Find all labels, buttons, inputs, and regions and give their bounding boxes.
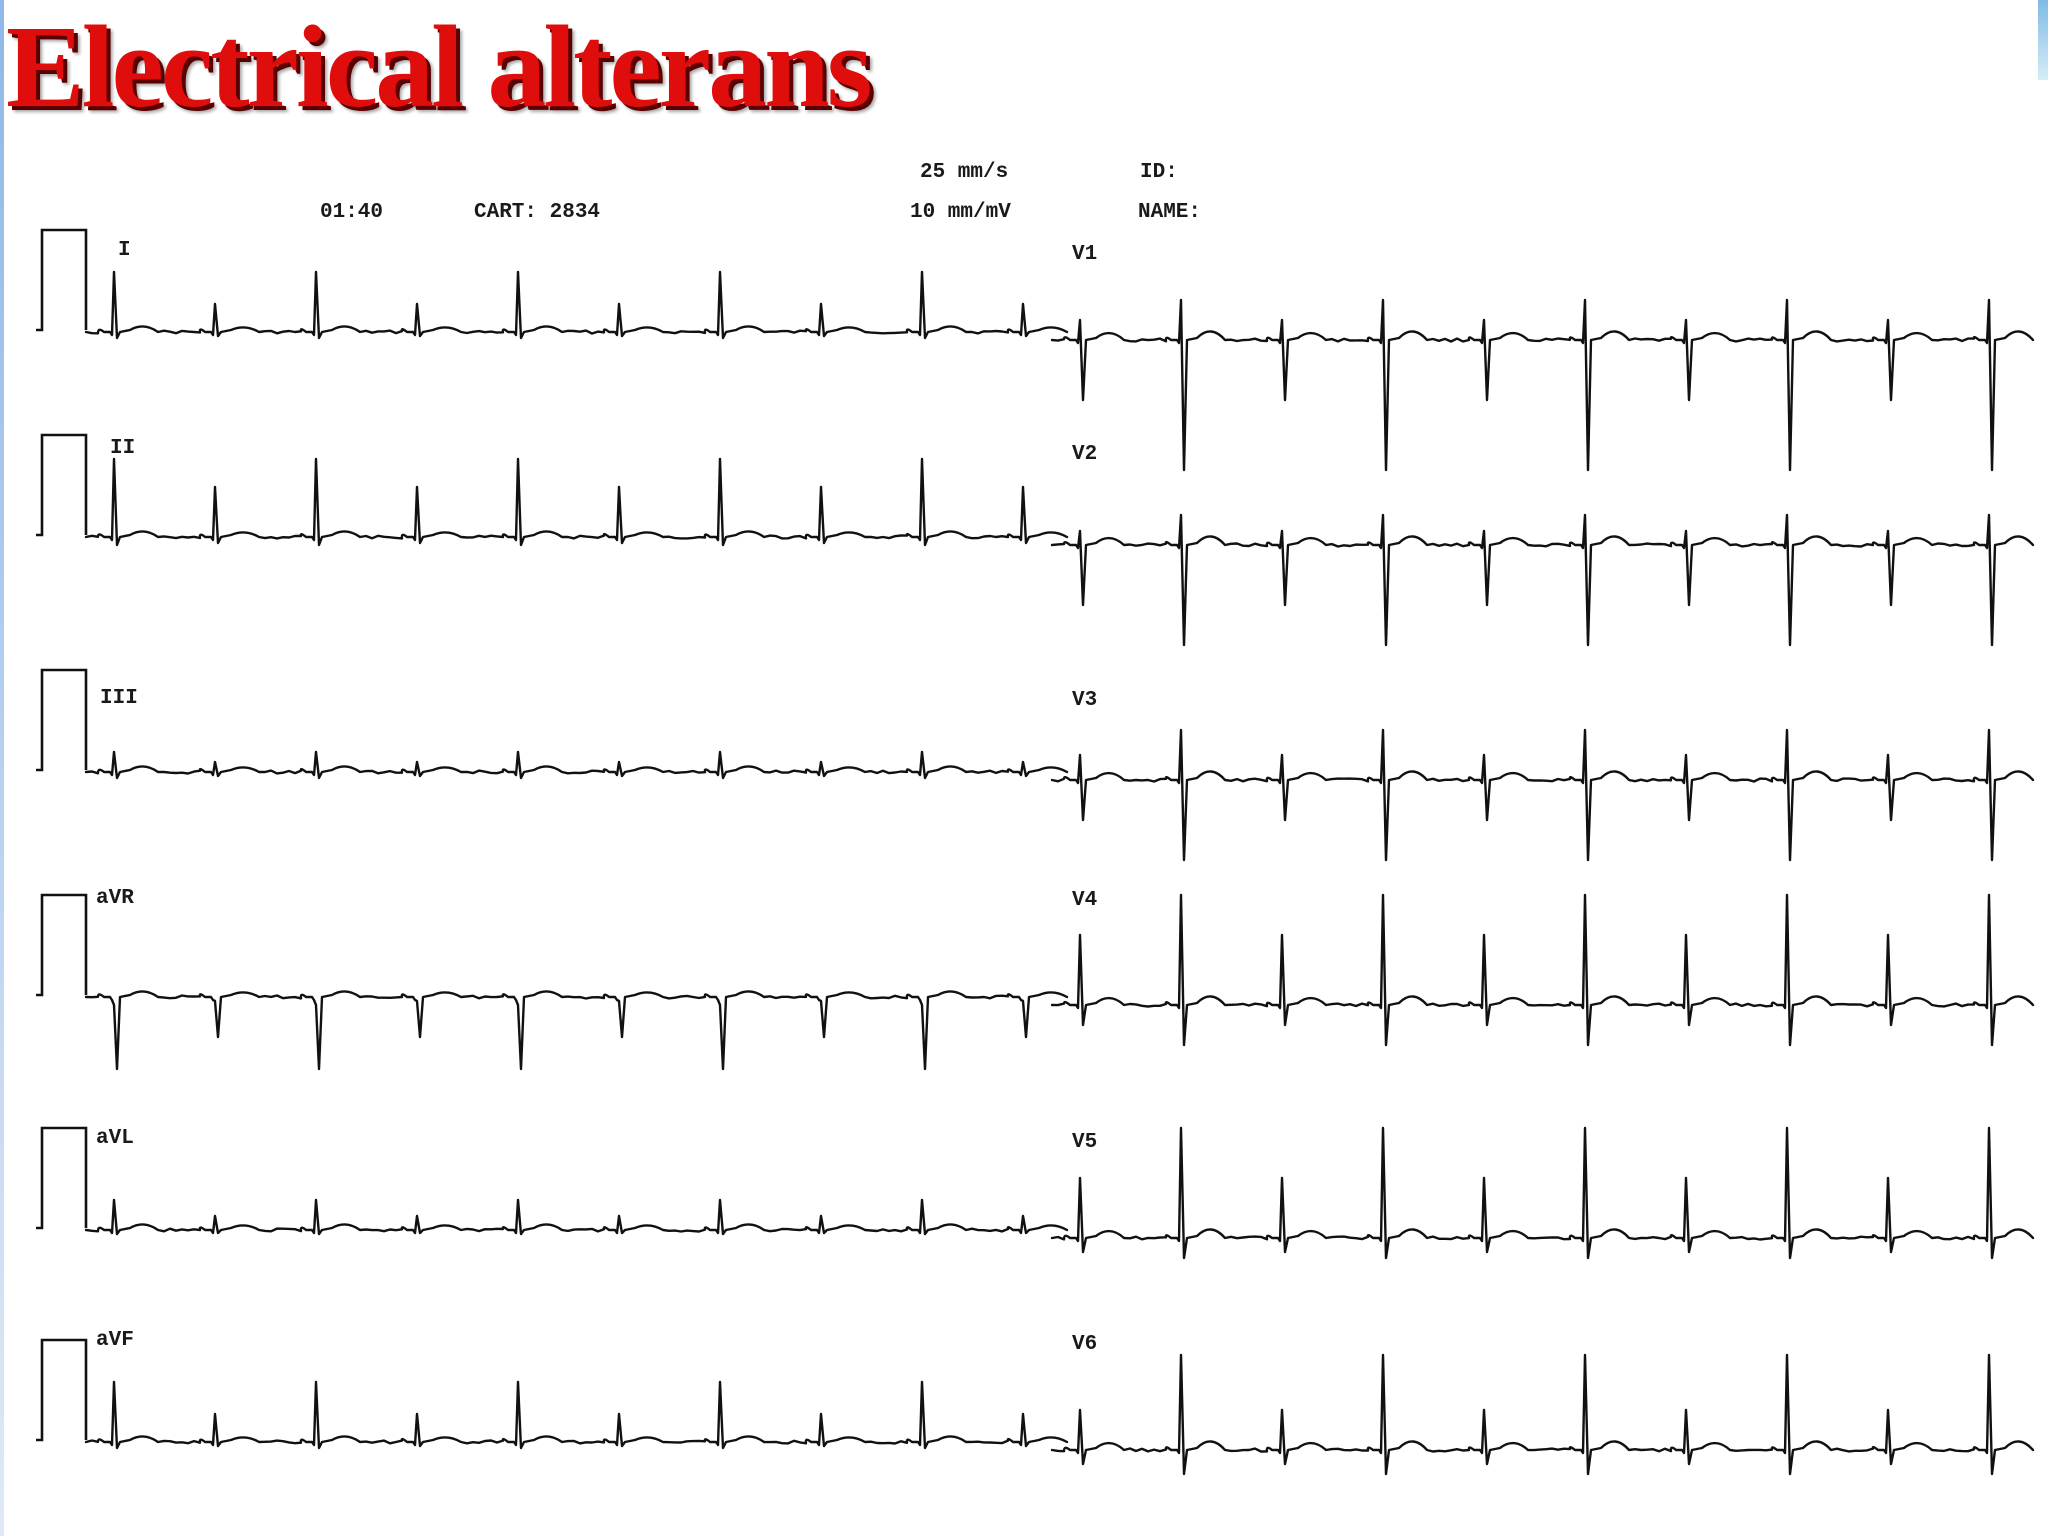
paper-speed: 25 mm/s: [920, 161, 1009, 184]
ecg-trace-V4: [1050, 893, 2035, 1047]
lead-label-I: I: [118, 239, 131, 262]
calibration-pulse-aVF: [36, 1338, 88, 1442]
ecg-traces: [84, 270, 2035, 1476]
cart-number: CART: 2834: [474, 201, 601, 224]
ecg-trace-I: [84, 270, 1069, 340]
ecg-trace-V3: [1050, 728, 2035, 862]
calibration-pulse-II: [36, 433, 88, 537]
lead-label-aVR: aVR: [96, 887, 134, 910]
calibration-pulse-aVR: [36, 893, 88, 997]
ecg-trace-III: [84, 750, 1069, 780]
right-accent-bar: [2038, 0, 2048, 80]
ecg-trace-V6: [1050, 1353, 2035, 1476]
gain-setting: 10 mm/mV: [910, 201, 1011, 224]
lead-label-V2: V2: [1072, 443, 1098, 466]
lead-label-III: III: [100, 687, 138, 710]
patient-name: NAME:: [1138, 201, 1202, 224]
ecg-trace-V1: [1050, 298, 2035, 472]
lead-label-II: II: [110, 437, 136, 460]
lead-label-aVF: aVF: [96, 1329, 134, 1352]
ecg-trace-aVF: [84, 1380, 1069, 1450]
lead-label-V4: V4: [1072, 889, 1098, 912]
ecg-trace-V5: [1050, 1126, 2035, 1260]
lead-label-V1: V1: [1072, 243, 1098, 266]
recording-time: 01:40: [320, 201, 384, 224]
slide-title: Electrical alterans: [6, 1, 873, 132]
lead-label-V5: V5: [1072, 1131, 1098, 1154]
calibration-pulses: [36, 228, 88, 1442]
lead-label-V3: V3: [1072, 689, 1098, 712]
left-accent-bar: [0, 0, 4, 1536]
calibration-pulse-aVL: [36, 1126, 88, 1230]
calibration-pulse-III: [36, 668, 88, 772]
calibration-pulse-I: [36, 228, 88, 332]
ecg-trace-II: [84, 457, 1069, 547]
lead-label-V6: V6: [1072, 1333, 1098, 1356]
ecg-trace-aVR: [84, 990, 1069, 1071]
ecg-trace-aVL: [84, 1198, 1069, 1236]
lead-label-aVL: aVL: [96, 1127, 134, 1150]
ecg-trace-V2: [1050, 513, 2035, 647]
patient-id: ID:: [1140, 161, 1178, 184]
